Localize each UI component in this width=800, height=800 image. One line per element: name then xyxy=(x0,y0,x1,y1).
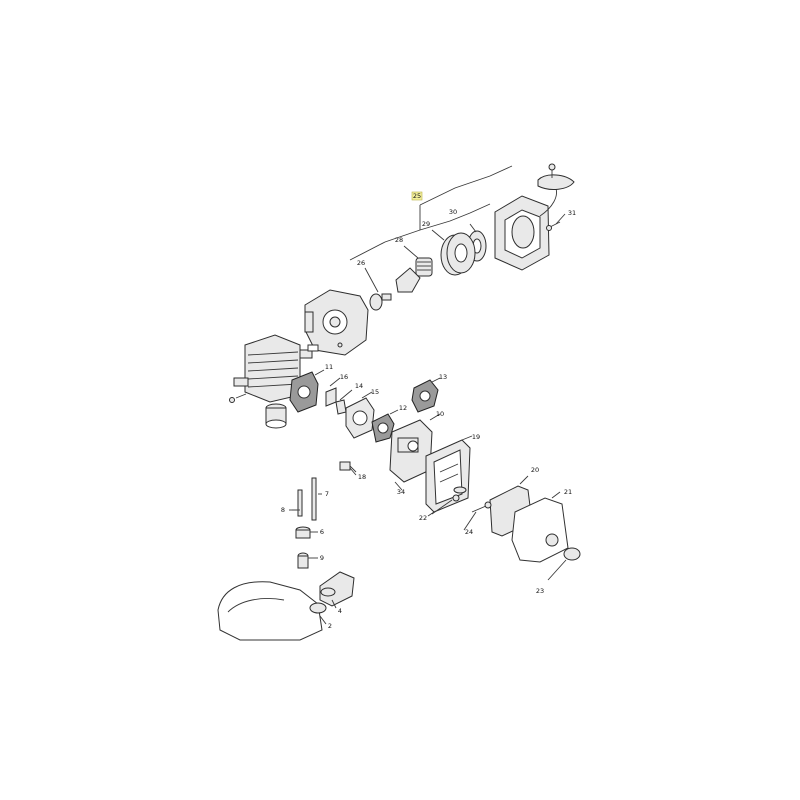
screw-24 xyxy=(471,501,492,513)
fuel-lines xyxy=(292,477,322,521)
svg-text:19: 19 xyxy=(472,433,480,441)
svg-text:16: 16 xyxy=(340,373,348,381)
valve-parts-14-16 xyxy=(325,377,353,415)
svg-text:10: 10 xyxy=(436,410,444,418)
starter-group-bracket xyxy=(349,165,513,261)
callout-28: 28 xyxy=(395,236,403,244)
callout-7: 7 xyxy=(325,490,329,498)
svg-text:15: 15 xyxy=(371,388,379,396)
svg-text:6: 6 xyxy=(320,528,324,536)
svg-text:26: 26 xyxy=(357,259,365,267)
svg-text:7: 7 xyxy=(325,490,329,498)
callout-25: 25 xyxy=(411,191,423,201)
svg-text:13: 13 xyxy=(439,373,447,381)
svg-text:22: 22 xyxy=(419,514,427,522)
knob-23 xyxy=(547,547,581,581)
tank-cap-4 xyxy=(319,571,355,607)
fuel-tank-2 xyxy=(217,581,327,641)
piston xyxy=(265,403,287,429)
svg-text:18: 18 xyxy=(358,473,366,481)
callout-12: 12 xyxy=(399,404,407,412)
svg-text:2: 2 xyxy=(328,622,332,630)
callout-34: 34 xyxy=(397,488,405,496)
insulator-15 xyxy=(345,391,375,439)
callout-13: 13 xyxy=(439,373,447,381)
svg-text:21: 21 xyxy=(564,488,572,496)
callout-11: 11 xyxy=(325,363,333,371)
callout-4: 4 xyxy=(338,607,342,615)
screw-31 xyxy=(546,221,561,231)
callout-15: 15 xyxy=(371,388,379,396)
callout-18: 18 xyxy=(358,473,366,481)
callout-31: 31 xyxy=(568,209,576,217)
gasket-11 xyxy=(289,369,325,413)
callout-26: 26 xyxy=(357,259,365,267)
filter-cover-21 xyxy=(511,491,569,563)
svg-text:23: 23 xyxy=(536,587,544,595)
callout-6: 6 xyxy=(320,528,324,536)
callout-21: 21 xyxy=(564,488,572,496)
callout-8: 8 xyxy=(281,506,285,514)
callout-10: 10 xyxy=(436,410,444,418)
svg-text:25: 25 xyxy=(413,192,421,200)
callout-20: 20 xyxy=(531,466,539,474)
svg-text:28: 28 xyxy=(395,236,403,244)
svg-text:14: 14 xyxy=(355,382,363,390)
starter-housing xyxy=(494,163,575,271)
callout-2: 2 xyxy=(328,622,332,630)
screw-18 xyxy=(339,461,357,473)
bolt-26 xyxy=(364,267,392,311)
callout-30: 30 xyxy=(449,208,457,216)
spring-28 xyxy=(403,245,433,277)
svg-text:8: 8 xyxy=(281,506,285,514)
svg-text:20: 20 xyxy=(531,466,539,474)
svg-text:30: 30 xyxy=(449,208,457,216)
callout-22: 22 xyxy=(419,514,427,522)
cylinder xyxy=(229,334,343,403)
svg-text:12: 12 xyxy=(399,404,407,412)
starter-pawl xyxy=(395,267,421,293)
crankcase xyxy=(304,289,369,356)
callout-16: 16 xyxy=(340,373,348,381)
grommet-6 xyxy=(295,526,311,539)
callout-14: 14 xyxy=(355,382,363,390)
gasket-12 xyxy=(371,409,399,443)
fuel-filter-9 xyxy=(297,552,309,569)
callout-19: 19 xyxy=(472,433,480,441)
callout-29: 29 xyxy=(422,220,430,228)
svg-text:11: 11 xyxy=(325,363,333,371)
callout-23: 23 xyxy=(536,587,544,595)
svg-text:29: 29 xyxy=(422,220,430,228)
svg-text:4: 4 xyxy=(338,607,342,615)
leader-lines xyxy=(289,213,566,625)
gasket-13 xyxy=(411,377,441,413)
callout-9: 9 xyxy=(320,554,324,562)
clamp-22 xyxy=(431,494,460,515)
svg-text:9: 9 xyxy=(320,554,324,562)
svg-text:31: 31 xyxy=(568,209,576,217)
svg-text:24: 24 xyxy=(465,528,473,536)
callout-24: 24 xyxy=(465,528,473,536)
filter-base-19 xyxy=(425,435,473,513)
svg-text:34: 34 xyxy=(397,488,405,496)
pulley-29 xyxy=(431,229,476,276)
